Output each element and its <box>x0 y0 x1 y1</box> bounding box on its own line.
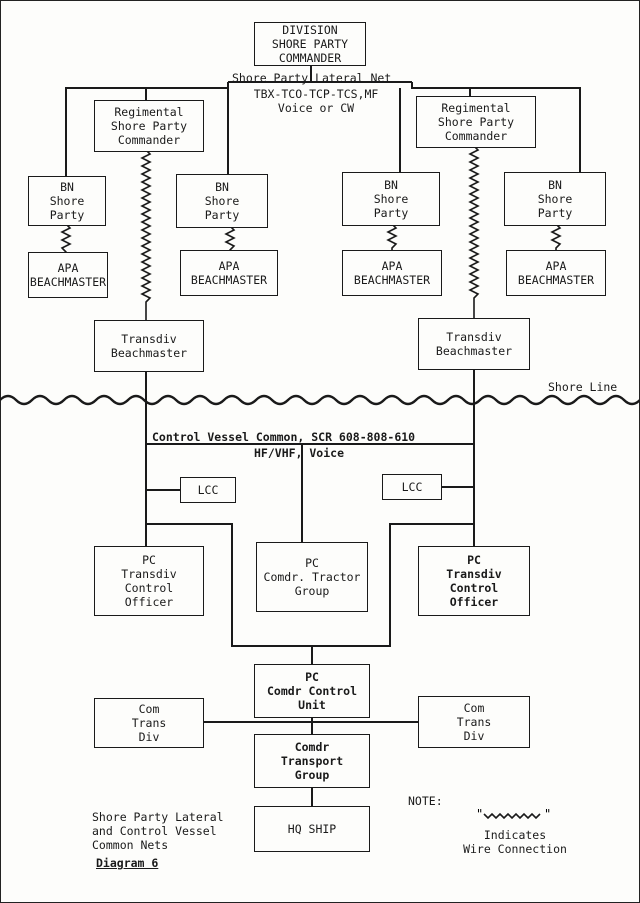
lcc-right-box: LCC <box>382 474 442 500</box>
pc-comdr-tractor-group-box: PC Comdr. Tractor Group <box>256 542 368 612</box>
apa-beachmaster-4-box: APA BEACHMASTER <box>506 250 606 296</box>
transdiv-beachmaster-right-box: Transdiv Beachmaster <box>418 318 530 370</box>
transdiv-beachmaster-left-box: Transdiv Beachmaster <box>94 320 204 372</box>
note-label: NOTE: <box>408 794 443 808</box>
diagram-number-label: Diagram 6 <box>96 856 159 870</box>
control-vessel-common-label: Control Vessel Common, SCR 608-808-610 <box>152 430 416 444</box>
bn-shore-party-4-box: BN Shore Party <box>504 172 606 226</box>
lateral-net-equipment-label: TBX-TCO-TCP-TCS,MF Voice or CW <box>253 87 379 115</box>
bn-shore-party-3-box: BN Shore Party <box>342 172 440 226</box>
control-vessel-band-label: HF/VHF, Voice <box>254 446 345 460</box>
legend-title-label: Shore Party Lateral and Control Vessel C… <box>92 810 224 852</box>
bn-shore-party-2-box: BN Shore Party <box>176 174 268 228</box>
regimental-commander-right-box: Regimental Shore Party Commander <box>416 96 536 148</box>
apa-beachmaster-2-box: APA BEACHMASTER <box>180 250 278 296</box>
legend-quote-close: " <box>544 807 551 821</box>
hq-ship-box: HQ SHIP <box>254 806 370 852</box>
division-shore-party-commander-box: DIVISION SHORE PARTY COMMANDER <box>254 22 366 66</box>
apa-beachmaster-3-box: APA BEACHMASTER <box>342 250 442 296</box>
com-trans-div-left-box: Com Trans Div <box>94 698 204 748</box>
com-trans-div-right-box: Com Trans Div <box>418 696 530 748</box>
wire-regimental-left-transdiv <box>140 149 152 322</box>
wire-bn3-apa3 <box>386 223 398 250</box>
lcc-left-box: LCC <box>180 477 236 503</box>
shore-line-label: Shore Line <box>548 380 618 394</box>
wire-regimental-right-transdiv <box>468 145 480 320</box>
pc-transdiv-control-officer-right-box: PC Transdiv Control Officer <box>418 546 530 616</box>
regimental-commander-left-box: Regimental Shore Party Commander <box>94 100 204 152</box>
wire-bn4-apa4 <box>550 223 562 252</box>
legend-wire-sample <box>483 812 541 820</box>
wire-bn1-apa1 <box>60 223 72 254</box>
comdr-transport-group-box: Comdr Transport Group <box>254 734 370 788</box>
wire-bn2-apa2 <box>224 225 236 252</box>
lateral-net-right-line <box>411 82 581 174</box>
pc-comdr-control-unit-box: PC Comdr Control Unit <box>254 664 370 718</box>
note-text-label: Indicates Wire Connection <box>463 828 567 856</box>
bn-shore-party-1-box: BN Shore Party <box>28 176 106 226</box>
shore-line-wave <box>0 394 640 406</box>
pc-transdiv-control-officer-left-box: PC Transdiv Control Officer <box>94 546 204 616</box>
legend-quote-open: " <box>476 807 483 821</box>
lateral-net-label: Shore Party Lateral Net <box>232 71 392 85</box>
apa-beachmaster-1-box: APA BEACHMASTER <box>28 252 108 298</box>
